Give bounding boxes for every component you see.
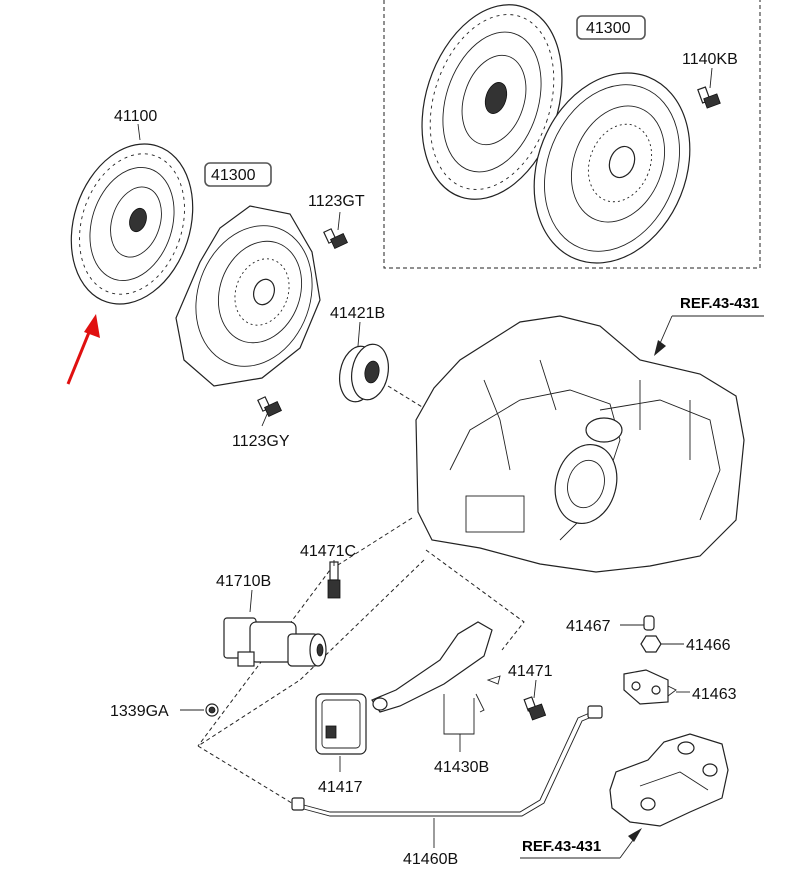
pressure-plate-alt	[533, 72, 691, 264]
slave-cylinder-41710b	[223, 617, 327, 667]
label-41430b: 41430B	[434, 759, 489, 776]
release-bearing-41421b	[339, 343, 389, 403]
label-41466: 41466	[686, 637, 731, 654]
label-ref-bottom: REF.43-431	[522, 838, 601, 855]
label-1339ga: 1339GA	[110, 703, 169, 720]
bolt-1339ga	[205, 703, 219, 717]
alternate-kit-box	[383, 0, 761, 269]
label-box-41300-main	[204, 162, 272, 187]
label-41471: 41471	[508, 663, 553, 680]
pivot-bolt-41471	[523, 696, 547, 721]
transmission-housing	[415, 315, 745, 573]
clutch-disc-alt	[421, 4, 563, 200]
transmission-mount-bracket	[609, 733, 729, 827]
pressure-plate-41300	[175, 205, 321, 387]
label-1123gt: 1123GT	[308, 193, 365, 210]
label-1140kb: 1140KB	[682, 51, 738, 68]
clutch-disc-41100	[70, 143, 194, 305]
label-41300-main: 41300	[211, 167, 256, 184]
hydraulic-line-41460b	[291, 705, 603, 817]
label-41421b: 41421B	[330, 305, 385, 322]
label-41100: 41100	[114, 108, 157, 125]
label-41417: 41417	[318, 779, 363, 796]
bolt-1140kb	[697, 86, 721, 109]
dust-boot-41417	[315, 693, 367, 755]
label-41460b: 41460B	[403, 851, 458, 868]
nut-41466	[640, 635, 662, 653]
label-41471c: 41471C	[300, 543, 356, 560]
label-41300-alt: 41300	[586, 20, 631, 37]
bolt-1123gy	[257, 396, 282, 418]
bolt-1123gt	[323, 228, 348, 250]
label-1123gy: 1123GY	[232, 433, 290, 450]
label-41710b: 41710B	[216, 573, 271, 590]
label-41467: 41467	[566, 618, 611, 635]
plug-41467	[643, 615, 655, 631]
label-41463: 41463	[692, 686, 737, 703]
label-ref-top: REF.43-431	[680, 295, 759, 312]
label-box-41300-alt	[576, 15, 646, 40]
red-arrow-icon	[66, 314, 100, 385]
fitting-41471c	[327, 561, 341, 599]
release-fork-41430b	[371, 621, 501, 713]
bracket-41463	[623, 669, 669, 705]
